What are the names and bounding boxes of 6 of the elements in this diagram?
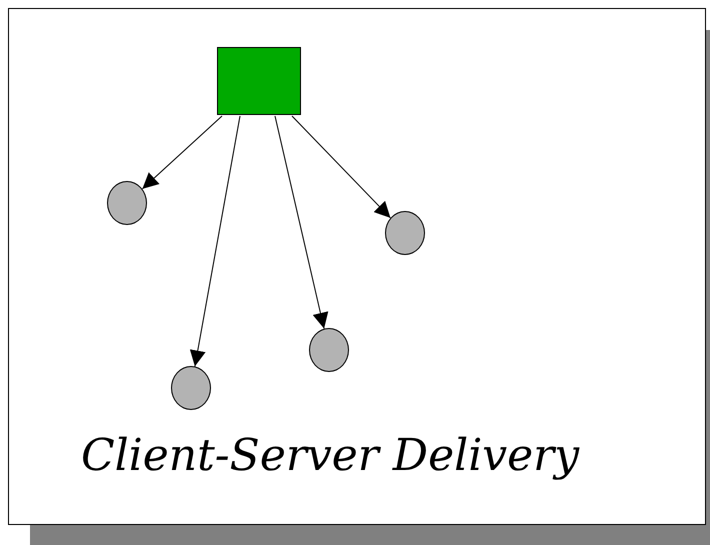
arrow <box>292 116 391 218</box>
arrow <box>190 116 240 367</box>
server-box <box>217 47 301 115</box>
arrow <box>274 116 328 330</box>
arrow <box>142 116 222 190</box>
diagram-title: Client-Server Delivery <box>80 430 580 481</box>
